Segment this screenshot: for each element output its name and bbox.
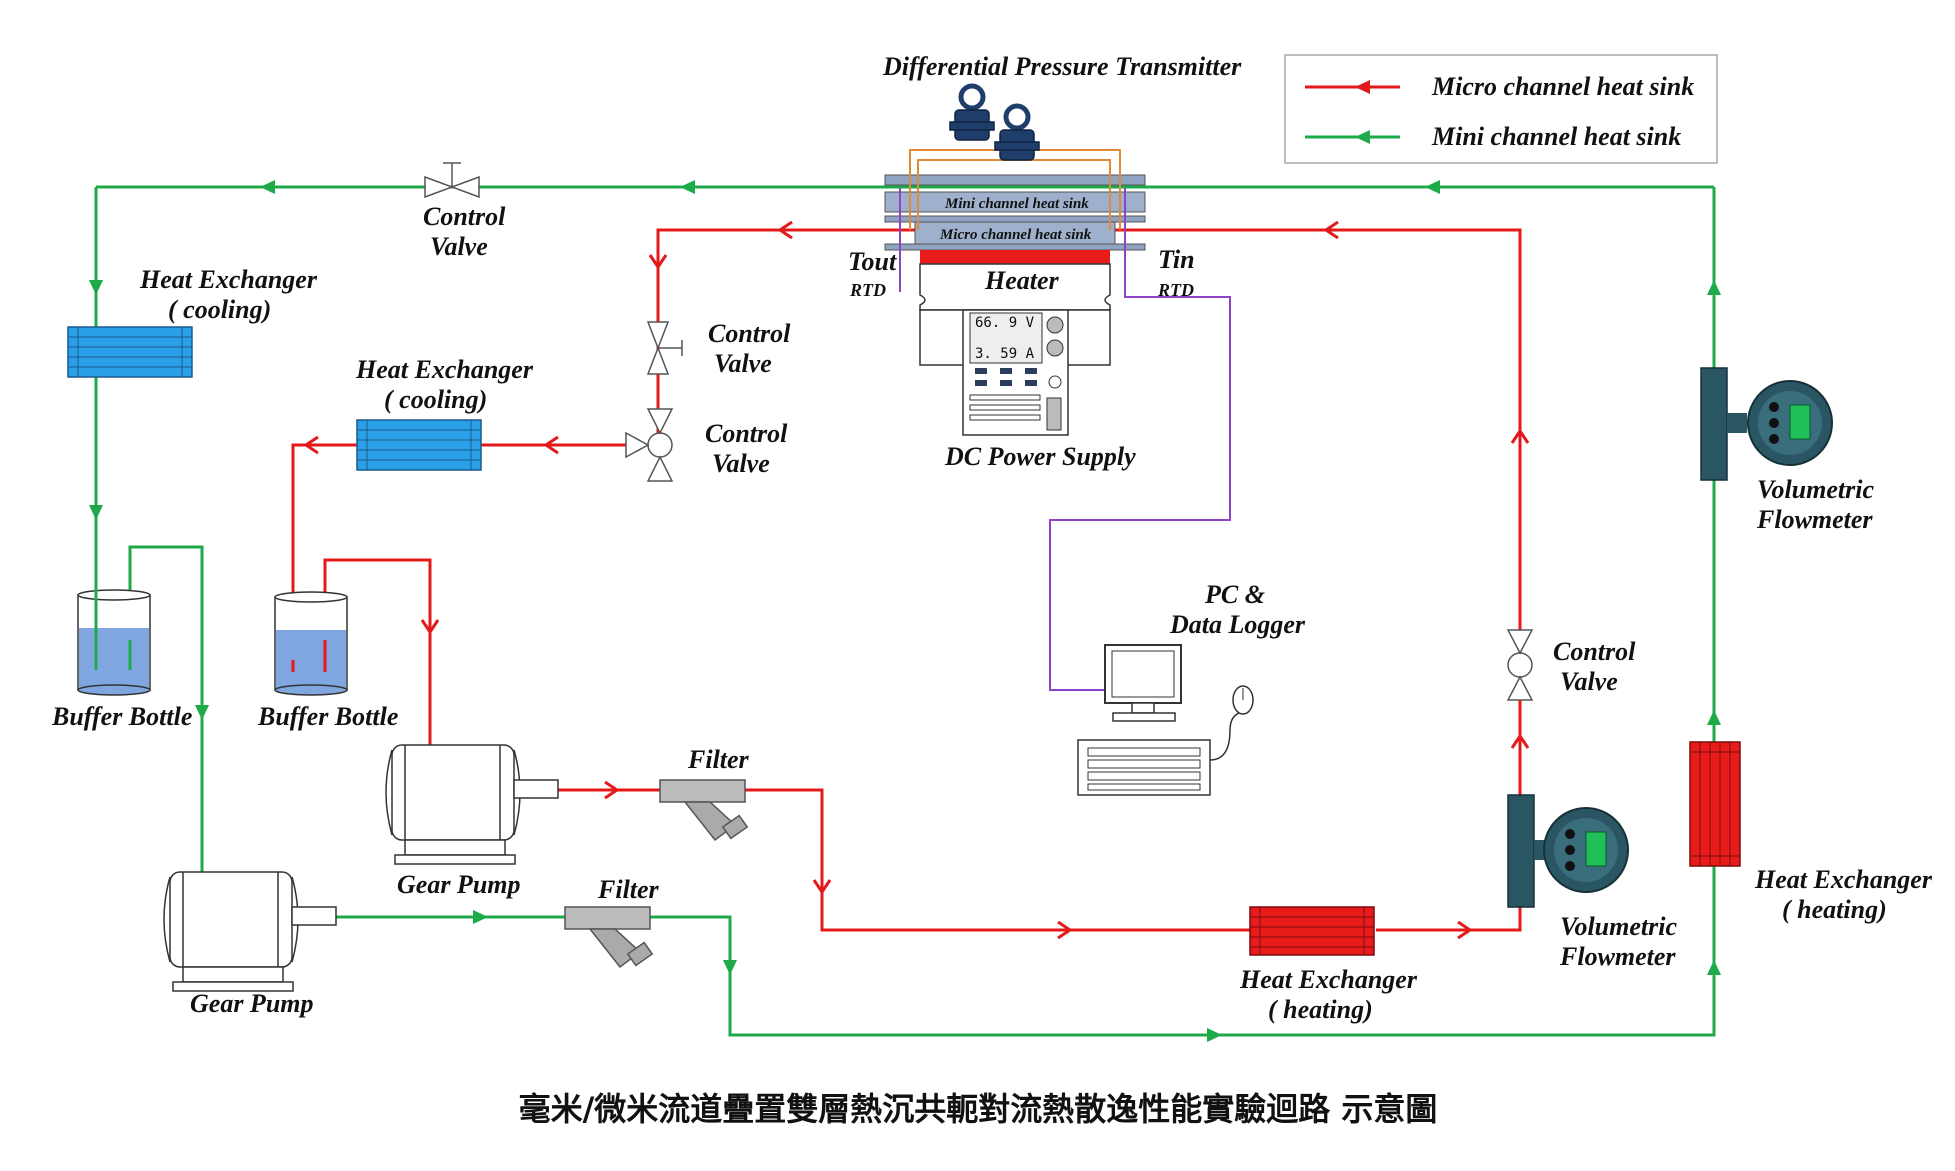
pc-label-1: PC & [1204,580,1265,609]
control-valve-micro-vertical: Control Valve [646,319,791,378]
buffer-bottle-mini: Buffer Bottle [51,555,192,731]
differential-pressure-transmitter: Differential Pressure Transmitter [882,52,1242,161]
cv1-label-2: Valve [430,232,488,261]
hxh1-label-1: Heat Exchanger [1239,965,1418,994]
volumetric-flowmeter-micro: Volumetric Flowmeter [1507,794,1677,971]
hxc2-label-1: Heat Exchanger [355,355,534,384]
hxc2-label-2: ( cooling) [384,385,487,414]
gear-pump-mini: Gear Pump [163,871,337,1018]
gear-pump-1-label: Gear Pump [397,870,521,899]
heat-exchanger-heating-mini: Heat Exchanger ( heating) [1689,741,1933,924]
hxh1-label-2: ( heating) [1268,995,1373,1024]
flowmeter-2-label-2: Flowmeter [1756,505,1873,534]
micro-loop-arrows [303,220,1530,940]
hxh2-label-2: ( heating) [1782,895,1887,924]
cv1-label-1: Control [423,202,506,231]
control-valve-three-way: Control Valve [625,408,788,482]
filter-2-label: Filter [597,875,660,904]
tin-label: Tin [1158,245,1195,274]
filter-mini: Filter [564,875,660,969]
gear-pump-micro: Gear Pump [385,744,559,899]
pc-data-logger: PC & Data Logger [1077,580,1306,796]
pc-label-2: Data Logger [1169,610,1306,639]
tin-rtd-label: RTD [1157,280,1194,300]
heat-exchanger-heating-micro: Heat Exchanger ( heating) [1239,906,1418,1024]
dpt-label: Differential Pressure Transmitter [882,52,1242,81]
diagram-caption: 毫米/微米流道疊置雙層熱沉共軛對流熱散逸性能實驗迴路 示意圖 [519,1090,1438,1128]
heat-exchanger-cooling-micro: Heat Exchanger ( cooling) [355,355,534,471]
mini-loop-arrows [89,180,1721,1042]
buffer-bottle-1-label: Buffer Bottle [51,702,192,731]
micro-sink-label: Micro channel heat sink [939,227,1092,243]
heat-sink-assembly: Mini channel heat sink Micro channel hea… [884,174,1146,311]
flowmeter-2-label-1: Volumetric [1757,475,1874,504]
legend-micro-label: Micro channel heat sink [1431,72,1694,101]
legend: Micro channel heat sink Mini channel hea… [1284,54,1718,164]
heat-exchanger-cooling-mini: Heat Exchanger ( cooling) [67,265,318,378]
dc-power-supply: 66. 9 V 3. 59 A DC Power Supply [919,309,1136,471]
buffer-bottle-2-label: Buffer Bottle [257,702,398,731]
legend-mini-label: Mini channel heat sink [1431,122,1681,151]
cv2-label-2: Valve [714,349,772,378]
filter-1-label: Filter [687,745,750,774]
tout-rtd-label: RTD [849,280,886,300]
cv2-label-1: Control [708,319,791,348]
cv4-label-2: Valve [1560,667,1618,696]
gear-pump-2-label: Gear Pump [190,989,314,1018]
cv4-label-1: Control [1553,637,1636,666]
control-valve-micro-right: Control Valve [1506,629,1636,701]
flowmeter-1-label-1: Volumetric [1560,912,1677,941]
volumetric-flowmeter-mini: Volumetric Flowmeter [1700,367,1874,534]
hxc1-label-1: Heat Exchanger [139,265,318,294]
buffer-bottle-micro: Buffer Bottle [257,591,398,731]
cv3-label-2: Valve [712,449,770,478]
heater-label: Heater [984,266,1060,295]
filter-micro: Filter [659,745,750,842]
flowmeter-1-label-2: Flowmeter [1559,942,1676,971]
tout-label: Tout [848,247,897,276]
mini-sink-label: Mini channel heat sink [944,196,1089,212]
display-current: 3. 59 A [975,346,1035,362]
dc-power-label: DC Power Supply [944,442,1136,471]
control-valve-mini-top: Control Valve [423,162,506,261]
display-voltage: 66. 9 V [975,315,1035,331]
hxc1-label-2: ( cooling) [168,295,271,324]
cv3-label-1: Control [705,419,788,448]
hxh2-label-1: Heat Exchanger [1754,865,1933,894]
